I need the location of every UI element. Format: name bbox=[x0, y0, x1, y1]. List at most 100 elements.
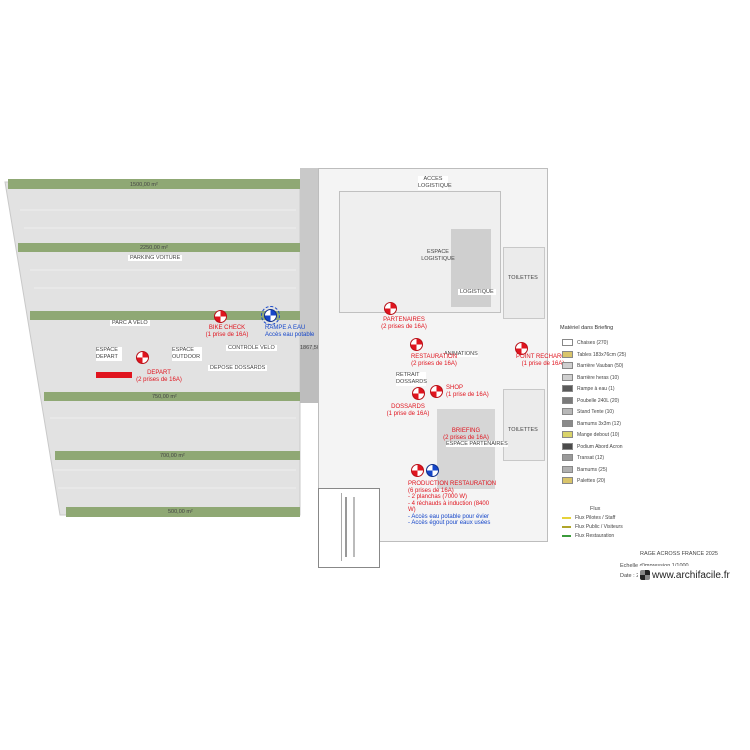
depart-marker-icon[interactable] bbox=[136, 351, 149, 364]
flux-arrow-olive-icon bbox=[562, 525, 571, 528]
partenaires-marker-icon[interactable] bbox=[384, 302, 397, 315]
top-area-label: 1500,00 m² bbox=[130, 182, 158, 188]
legend-item: Podium Abord Acron bbox=[562, 442, 623, 450]
legend: Matériel dans Briefing bbox=[560, 325, 740, 335]
depart-title: DEPART bbox=[147, 370, 171, 376]
flux-title: Flux bbox=[590, 506, 601, 512]
legend-item: Barnums 3x3m (12) bbox=[562, 419, 621, 427]
production-marker-icon[interactable] bbox=[411, 464, 424, 477]
grass-band-5 bbox=[55, 451, 300, 460]
legend-item: Barnums (25) bbox=[562, 465, 608, 473]
animations-label: ANIMATIONS bbox=[444, 351, 478, 357]
restauration-label: RESTAURATION (2 prises de 16A) bbox=[406, 354, 462, 367]
legend-item: Stand Tente (10) bbox=[562, 408, 614, 415]
point-recharge-marker-icon[interactable] bbox=[515, 342, 528, 355]
legend-symbol-icon bbox=[562, 431, 573, 438]
legend-symbol-icon bbox=[562, 362, 573, 369]
dossards-title: DOSSARDS bbox=[391, 404, 425, 410]
restauration-marker-icon[interactable] bbox=[410, 338, 423, 351]
restauration-sub: (2 prises de 16A) bbox=[411, 360, 457, 367]
plan-stamp bbox=[318, 488, 380, 568]
legend-item-label: Barnums (25) bbox=[577, 466, 608, 473]
dossards-label: DOSSARDS (1 prise de 16A) bbox=[384, 404, 432, 417]
legend-item-label: Mange debout (10) bbox=[577, 431, 620, 438]
legend-symbol-icon bbox=[562, 419, 573, 427]
briefing-room bbox=[437, 409, 495, 489]
flux-item-staff: Flux Pilotes / Staff bbox=[562, 515, 615, 521]
parking-area bbox=[4, 181, 301, 516]
depose-dossards-label: DEPOSE DOSSARDS bbox=[208, 365, 268, 371]
production-blue-line-2: - Accès égout pour eaux usées bbox=[408, 520, 491, 526]
espace-outdoor-label: ESPACE OUTDOOR bbox=[172, 347, 202, 361]
legend-symbol-icon bbox=[562, 385, 573, 392]
partenaires-sub: (2 prises de 16A) bbox=[381, 323, 427, 330]
acces-logistique-label: ACCES LOGISTIQUE bbox=[418, 176, 452, 190]
briefing-label: BRIEFING (2 prises de 16A) bbox=[440, 428, 492, 441]
shop-marker-icon[interactable] bbox=[430, 385, 443, 398]
legend-item: Poubelle 240L (20) bbox=[562, 396, 620, 404]
bottom-area-label: 500,00 m² bbox=[168, 509, 193, 515]
legend-symbol-icon bbox=[562, 454, 573, 461]
flux-item-public: Flux Public / Visiteurs bbox=[562, 524, 623, 530]
espace-partenaires-label: ESPACE PARTENAIRES bbox=[446, 441, 508, 447]
toilettes-room-2 bbox=[503, 389, 545, 461]
production-line-1: (6 prises de 16A) bbox=[408, 487, 454, 494]
logistique-label: LOGISTIQUE bbox=[458, 289, 496, 295]
production-label: PRODUCTION RESTAURATION (6 prises de 16A… bbox=[408, 481, 498, 527]
bike-check-marker-icon[interactable] bbox=[214, 310, 227, 323]
depart-sub: (2 prises de 16A) bbox=[136, 376, 182, 383]
rampe-a-eau-marker-icon[interactable] bbox=[261, 306, 280, 325]
road bbox=[300, 168, 320, 401]
watermark-logo-icon bbox=[640, 570, 650, 580]
mid-area-label: 750,00 m² bbox=[152, 394, 177, 400]
restauration-title: RESTAURATION bbox=[410, 354, 458, 360]
rampe-a-eau-title: RAMPE A EAU bbox=[265, 325, 306, 331]
production-line-3: - 4 réchauds à induction (8400 W) bbox=[408, 500, 490, 514]
espace-logistique-label: ESPACE LOGISTIQUE bbox=[421, 249, 455, 262]
retrait-dossards-label: RETRAIT DOSSARDS bbox=[396, 372, 427, 386]
parking-area-label: 2250,00 m² bbox=[140, 245, 168, 251]
grass-band-2 bbox=[18, 243, 300, 252]
legend-symbol-icon bbox=[562, 339, 573, 346]
dossards-marker-icon[interactable] bbox=[412, 387, 425, 400]
grass-band-bottom bbox=[66, 507, 300, 517]
shop-title: SHOP bbox=[446, 385, 464, 391]
bike-check-label: BIKE CHECK (1 prise de 16A) bbox=[198, 325, 256, 338]
partenaires-title: PARTENAIRES bbox=[383, 317, 425, 323]
production-water-marker-icon[interactable] bbox=[426, 464, 439, 477]
legend-item-label: Transat (12) bbox=[577, 454, 605, 461]
point-recharge-label: POINT RECHARGE (1 prise de 16A) bbox=[512, 354, 574, 367]
flux-item-public-label: Flux Public / Visiteurs bbox=[575, 524, 623, 530]
legend-item: Chaises (270) bbox=[562, 339, 608, 346]
legend-item: Rampe à eau (1) bbox=[562, 385, 615, 392]
bike-check-title: BIKE CHECK bbox=[208, 325, 246, 331]
point-recharge-sub: (1 prise de 16A) bbox=[521, 360, 565, 367]
legend-item-label: Barnums 3x3m (12) bbox=[577, 420, 621, 427]
legend-item: Tables 183x76cm (25) bbox=[562, 350, 626, 358]
legend-title: Matériel dans Briefing bbox=[560, 325, 614, 331]
espace-depart-label: ESPACE DEPART bbox=[96, 347, 122, 361]
partenaires-label: PARTENAIRES (2 prises de 16A) bbox=[376, 317, 432, 330]
dossards-sub: (1 prise de 16A) bbox=[386, 410, 430, 417]
parking-voiture-label: PARKING VOITURE bbox=[128, 255, 183, 261]
watermark-text: www.archifacile.fr bbox=[652, 569, 730, 581]
lower-area-label: 700,00 m² bbox=[160, 453, 185, 459]
legend-symbol-icon bbox=[562, 373, 573, 381]
title-block-line-2: Date : 2025 bbox=[620, 573, 649, 579]
legend-symbol-icon bbox=[562, 442, 573, 450]
watermark: www.archifacile.fr bbox=[638, 566, 746, 584]
flux-arrow-green-icon bbox=[562, 534, 571, 537]
flux-item-restauration-label: Flux Restauration bbox=[575, 533, 615, 539]
legend-item-label: Podium Abord Acron bbox=[577, 443, 623, 450]
logistique-room bbox=[451, 229, 491, 307]
legend-item-label: Poubelle 240L (20) bbox=[577, 397, 620, 404]
production-title: PRODUCTION RESTAURATION bbox=[408, 481, 497, 487]
grass-band-top bbox=[8, 179, 300, 189]
flux-item-staff-label: Flux Pilotes / Staff bbox=[575, 515, 616, 521]
legend-item-label: Stand Tente (10) bbox=[577, 408, 614, 415]
legend-symbol-icon bbox=[562, 408, 573, 415]
toilettes-label-1: TOILETTES bbox=[508, 275, 538, 281]
shop-sub: (1 prise de 16A) bbox=[446, 391, 489, 398]
flux-item-restauration: Flux Restauration bbox=[562, 533, 614, 539]
